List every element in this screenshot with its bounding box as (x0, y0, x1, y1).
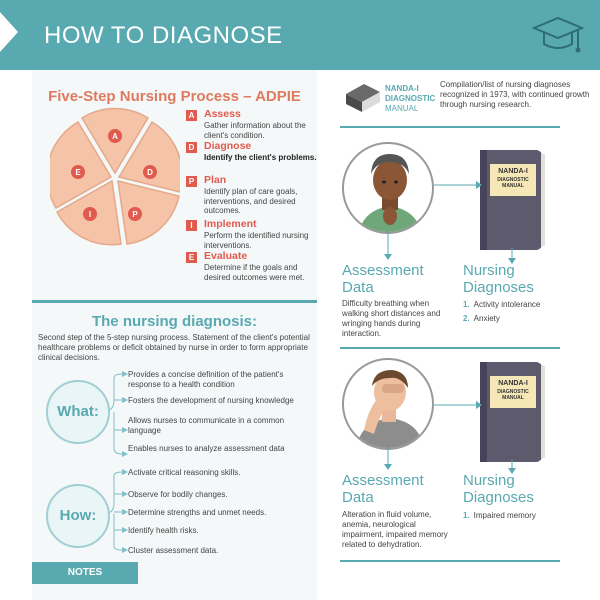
adpie-pie-diagram: A D P I E (50, 107, 180, 246)
step-desc: Determine if the goals and desired outco… (204, 263, 305, 282)
how-connector-lines (101, 469, 128, 553)
step-name: Implement (204, 218, 257, 230)
what-connector-lines (101, 371, 128, 457)
page-title: HOW TO DIAGNOSE (44, 22, 283, 49)
section-divider (340, 560, 560, 562)
arrow-icon (384, 448, 392, 470)
book-icon (346, 84, 380, 112)
section-divider (340, 347, 560, 349)
arrow-icon (508, 248, 516, 264)
diagnosis-item: 1.Impaired memory (463, 511, 536, 520)
patient-illustration-icon (356, 370, 424, 448)
step-name: Diagnose (204, 140, 252, 152)
adpie-title: Five-Step Nursing Process – ADPIE (48, 88, 301, 105)
assessment-text-1: Difficulty breathing when walking short … (342, 299, 441, 338)
step-letter: I (186, 220, 197, 231)
arrow-icon (434, 401, 482, 409)
step-desc: Perform the identified nursing intervent… (204, 231, 309, 250)
wedge-letter-d: D (147, 168, 153, 177)
step-desc: Identify the client's problems. (204, 153, 317, 162)
what-item: Fosters the development of nursing knowl… (128, 396, 294, 405)
how-item: Cluster assessment data. (128, 546, 219, 555)
book-label: NANDA-I DIAGNOSTIC MANUAL (490, 164, 536, 196)
arrow-icon (434, 181, 482, 189)
step-letter: E (186, 252, 197, 263)
what-circle: What: (46, 380, 110, 444)
how-circle: How: (46, 484, 110, 548)
step-name: Assess (204, 108, 241, 120)
graduation-cap-icon (531, 16, 585, 53)
step-name: Plan (204, 174, 227, 186)
pie-wedge-e (50, 120, 113, 210)
wedge-letter-p: P (132, 210, 138, 219)
header-notch (0, 12, 18, 52)
step-letter: A (186, 110, 197, 121)
nanda-label-line: NANDA-I (385, 84, 419, 93)
pie-wedge-d (117, 120, 180, 193)
book-label: NANDA-I DIAGNOSTIC MANUAL (490, 376, 536, 408)
diagnosis-item: 2.Anxiety (463, 314, 500, 323)
what-item: Allows nurses to communicate in a common… (128, 416, 285, 435)
nanda-book-2: NANDA-I DIAGNOSTIC MANUAL (480, 362, 545, 462)
nanda-desc: Compilation/list of nursing diagnoses re… (440, 80, 590, 109)
nanda-book-1: NANDA-I DIAGNOSTIC MANUAL (480, 150, 545, 250)
how-item: Observe for bodily changes. (128, 490, 228, 499)
assessment-text-2: Alteration in fluid volume, anemia, neur… (342, 510, 448, 549)
nanda-label: NANDA-I DIAGNOSTIC MANUAL (385, 84, 437, 114)
patient-illustration-icon (358, 154, 422, 232)
arrow-icon (508, 460, 516, 474)
diagnosis-item: 1.Activity intolerance (463, 300, 541, 309)
arrow-icon (384, 232, 392, 260)
section-divider (340, 126, 560, 128)
wedge-letter-i: I (89, 210, 91, 219)
nursing-diagnosis-title: The nursing diagnosis: (91, 313, 257, 330)
wedge-letter-a: A (112, 132, 118, 141)
step-desc: Identify plan of care goals, interventio… (204, 187, 298, 215)
how-item: Activate critical reasoning skills. (128, 468, 241, 477)
section-divider (32, 300, 317, 303)
step-desc: Gather information about the client's co… (204, 121, 306, 140)
notes-tab: NOTES (32, 562, 138, 584)
nanda-label-line: DIAGNOSTIC (385, 94, 436, 103)
nursing-diagnosis-desc: Second step of the 5-step nursing proces… (38, 333, 310, 362)
how-item: Determine strengths and unmet needs. (128, 508, 267, 517)
nanda-label-line: MANUAL (385, 104, 419, 113)
wedge-letter-e: E (75, 168, 81, 177)
step-letter: D (186, 142, 197, 153)
patient-portrait-2 (342, 358, 434, 450)
pie-wedge-p (117, 180, 180, 245)
how-item: Identify health risks. (128, 526, 199, 535)
step-letter: P (186, 176, 197, 187)
patient-portrait-1 (342, 142, 434, 234)
page-header: HOW TO DIAGNOSE (0, 0, 600, 70)
what-item: Enables nurses to analyze assessment dat… (128, 444, 285, 453)
what-item: Provides a concise definition of the pat… (128, 370, 284, 389)
step-name: Evaluate (204, 250, 248, 262)
